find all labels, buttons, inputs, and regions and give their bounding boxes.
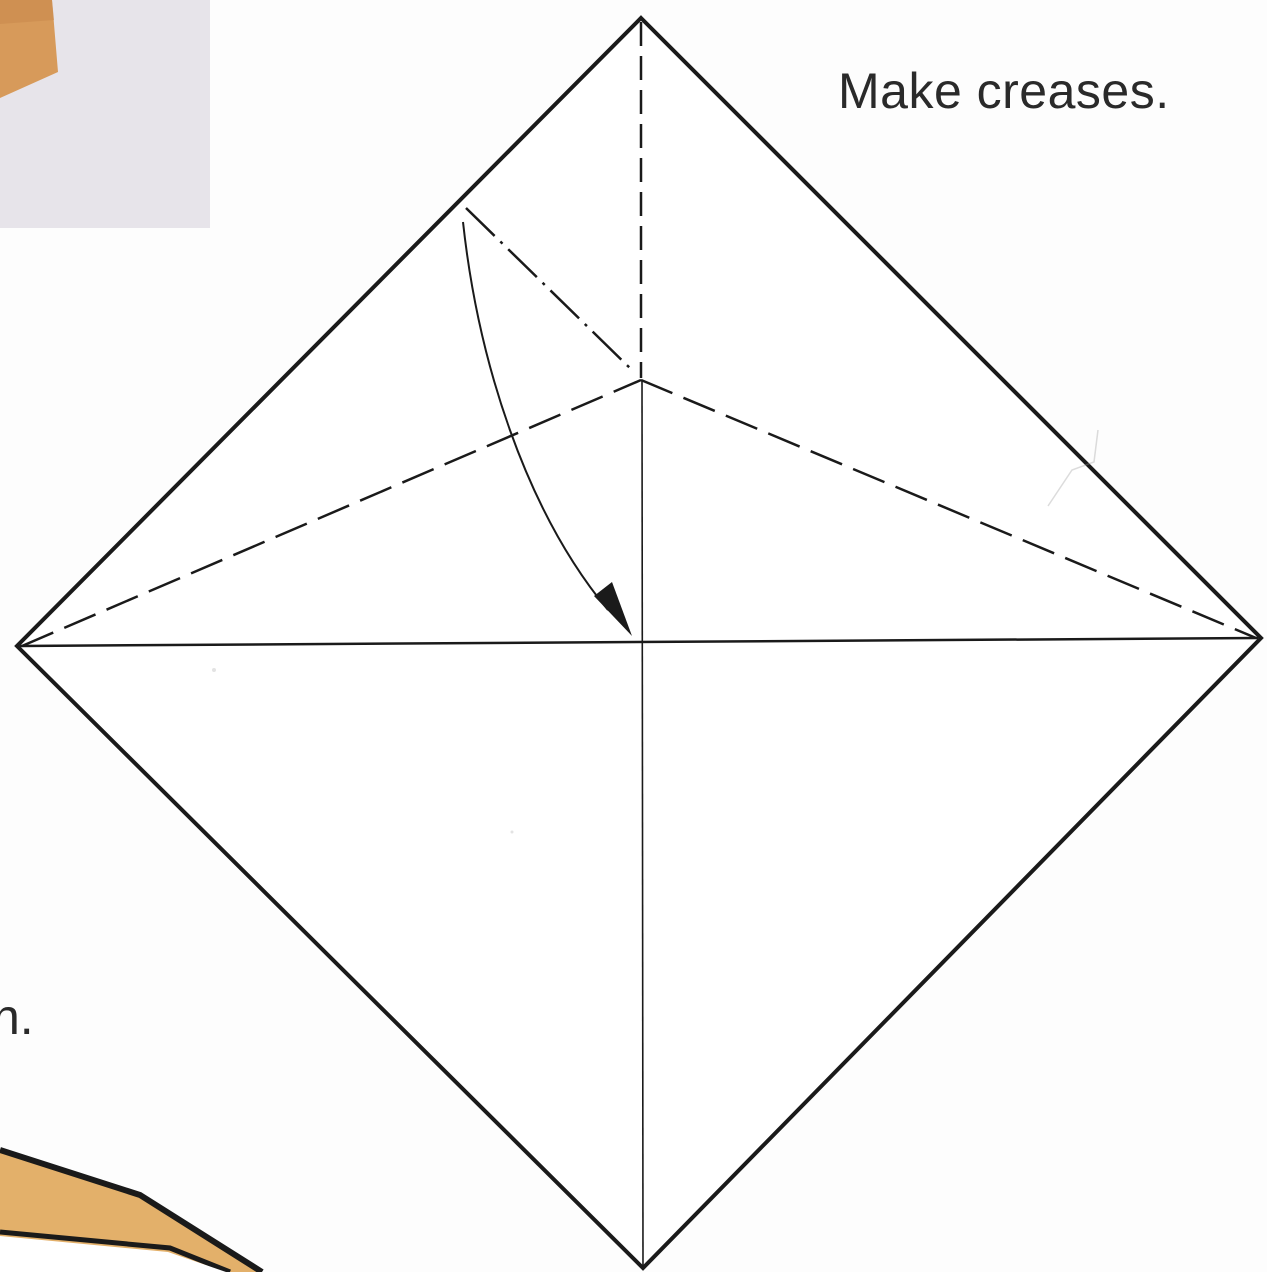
paper-corner-fragment (0, 1150, 262, 1272)
instruction-caption: Make creases. (838, 62, 1170, 120)
vertical-crease-lower (642, 380, 643, 1266)
photo-corner-thumbnail (0, 0, 210, 228)
left-edge-text-fragment: n. (0, 988, 34, 1046)
